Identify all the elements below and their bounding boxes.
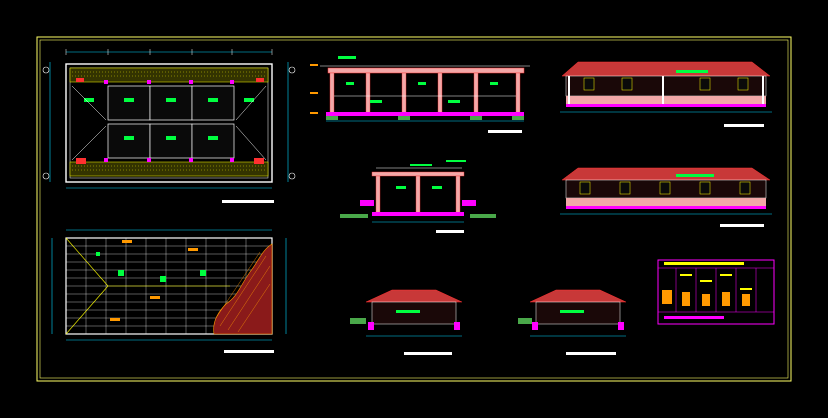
side-elevation-left (350, 289, 463, 355)
cross-section-caption (436, 230, 464, 233)
cross-section (340, 160, 496, 233)
floor-plan (42, 49, 296, 203)
side-elevation-right (518, 289, 627, 355)
floor-plan-caption (222, 200, 274, 203)
title-block (657, 259, 775, 325)
rear-elevation-caption (720, 224, 764, 227)
rear-elevation (560, 167, 772, 227)
roof-plan-caption (224, 350, 274, 353)
front-elevation-caption (724, 124, 764, 127)
sheet-outer-frame (36, 36, 792, 382)
sheet-inner-frame (39, 39, 789, 379)
longitudinal-section-caption (488, 130, 522, 133)
longitudinal-section (310, 56, 530, 133)
roof-finish-hatch (213, 243, 273, 335)
roof-framing-plan (51, 229, 287, 353)
front-elevation (560, 61, 772, 127)
corridor-north (69, 67, 269, 83)
side-elevation-left-caption (404, 352, 452, 355)
side-elevation-right-caption (566, 352, 616, 355)
corridor-south (69, 161, 269, 177)
